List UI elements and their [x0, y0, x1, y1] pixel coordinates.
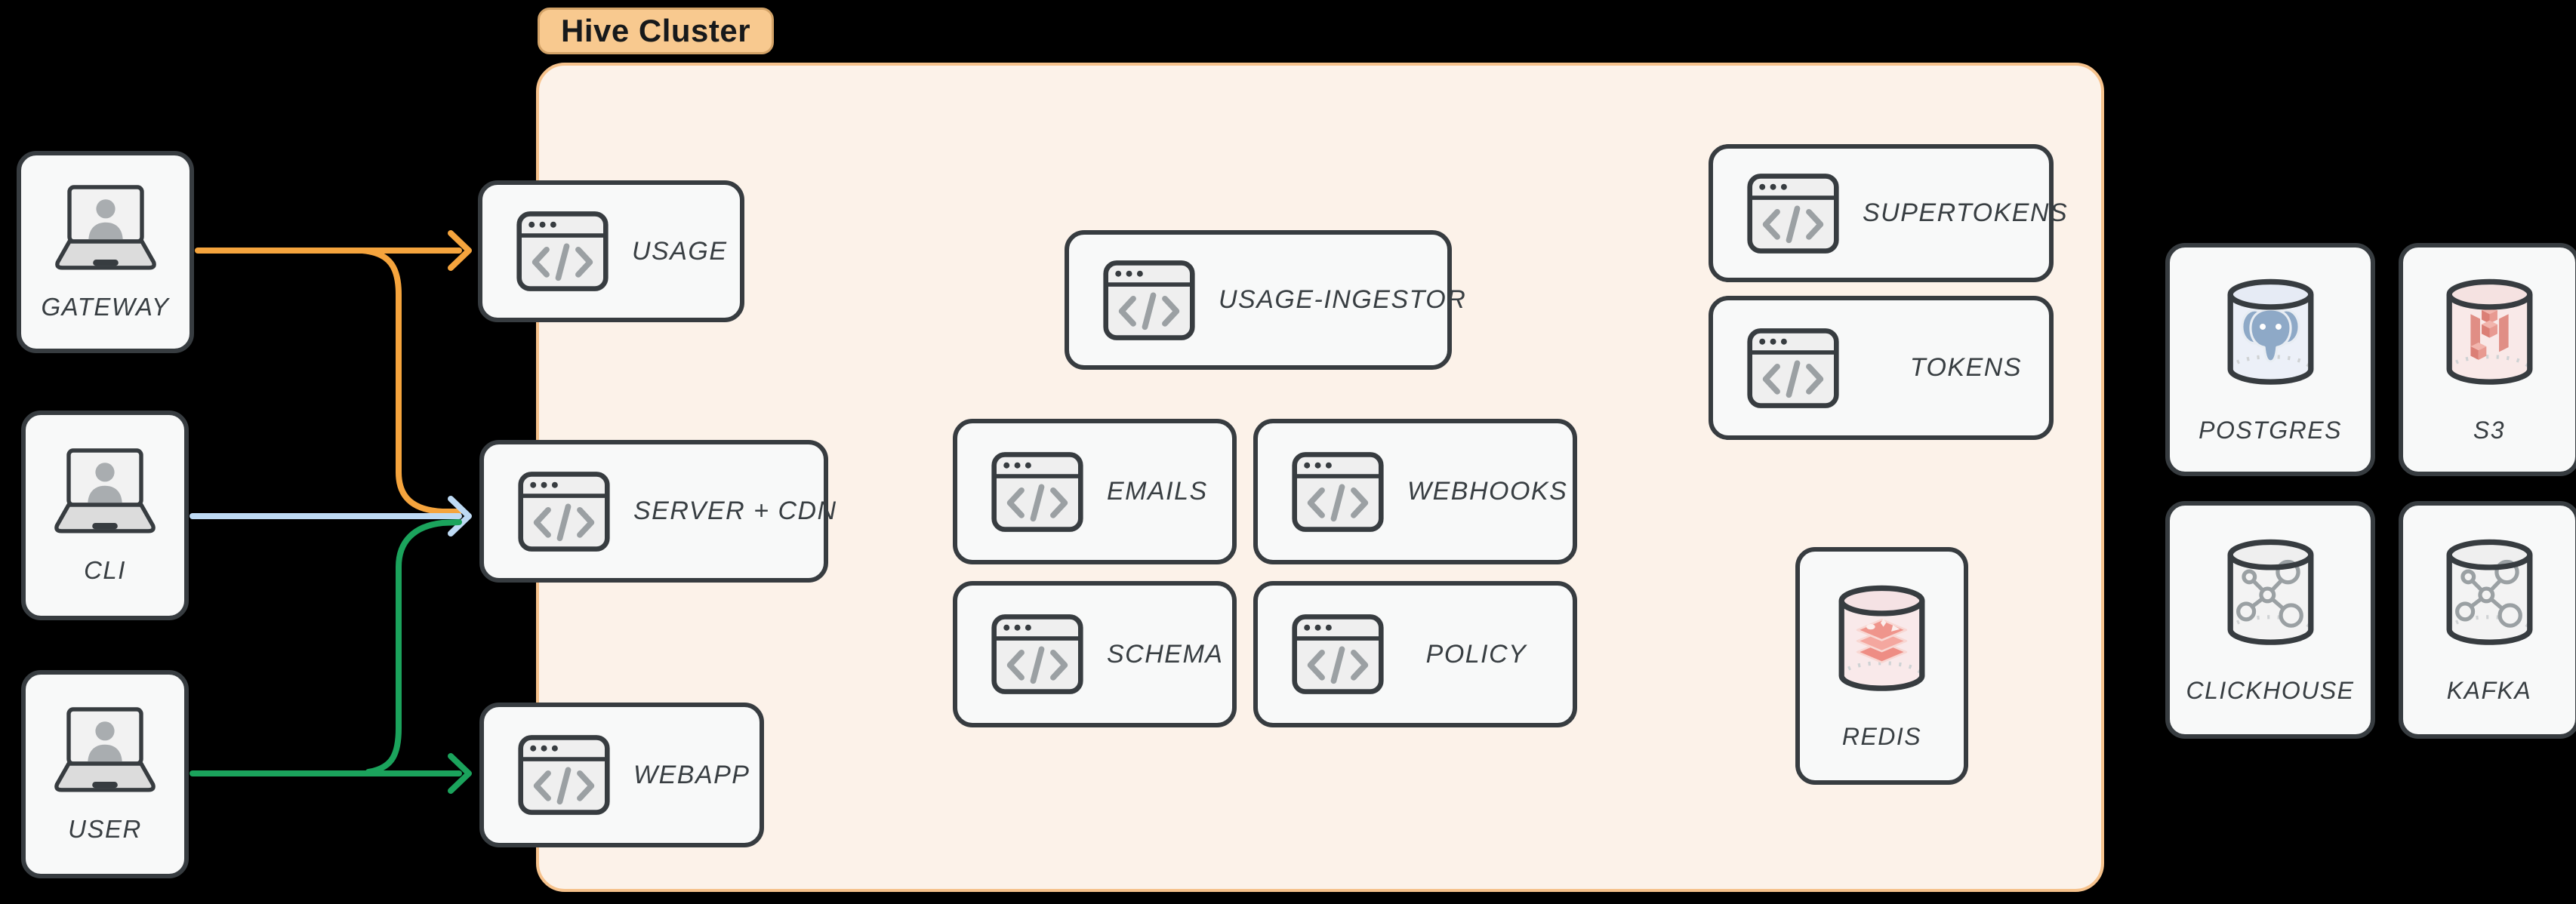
- node-s3: S3: [2399, 243, 2576, 476]
- node-kafka-label: KAFKA: [2446, 677, 2532, 704]
- node-clickhouse: CLICKHOUSE: [2165, 501, 2375, 739]
- node-postgres-label: POSTGRES: [2199, 417, 2342, 444]
- edge-cli-to-server-cdn: [190, 496, 472, 537]
- node-gateway: GATEWAY: [17, 151, 194, 353]
- node-gateway-label: GATEWAY: [41, 293, 170, 321]
- laptop-user-icon: [42, 183, 169, 273]
- node-server-cdn-label: SERVER + CDN: [633, 497, 837, 525]
- node-emails: EMAILS: [953, 419, 1237, 564]
- node-usage: USAGE: [478, 180, 744, 322]
- node-policy: POLICY: [1253, 581, 1577, 727]
- edge-gateway-to-server-cdn: [359, 248, 462, 515]
- node-postgres: POSTGRES: [2165, 243, 2375, 476]
- node-supertokens-label: SUPERTOKENS: [1863, 198, 2069, 227]
- node-cli-label: CLI: [84, 556, 126, 584]
- network-database-icon: [2434, 535, 2545, 657]
- code-window-icon: [1291, 613, 1385, 695]
- node-redis-label: REDIS: [1841, 723, 1922, 750]
- code-window-icon: [1746, 327, 1840, 409]
- node-webapp-label: WEBAPP: [633, 760, 750, 789]
- code-window-icon: [517, 471, 611, 552]
- node-s3-label: S3: [2473, 417, 2506, 444]
- node-user: USER: [21, 670, 189, 878]
- node-clickhouse-label: CLICKHOUSE: [2186, 677, 2355, 704]
- node-tokens: TOKENS: [1709, 296, 2054, 440]
- node-tokens-label: TOKENS: [1909, 353, 2022, 382]
- node-usage-ingestor: USAGE-INGESTOR: [1065, 230, 1465, 370]
- laptop-user-icon: [42, 705, 168, 795]
- node-kafka: KAFKA: [2399, 501, 2576, 739]
- postgres-database-icon: [2215, 275, 2326, 397]
- node-usage-ingestor-label: USAGE-INGESTOR: [1219, 285, 1467, 314]
- code-window-icon: [1102, 260, 1196, 341]
- node-schema: SCHEMA: [953, 581, 1237, 727]
- code-window-icon: [991, 451, 1084, 533]
- code-window-icon: [991, 613, 1084, 695]
- node-cli: CLI: [21, 410, 189, 620]
- code-window-icon: [1291, 451, 1385, 533]
- code-window-icon: [1746, 173, 1840, 254]
- s3-database-icon: [2434, 275, 2545, 397]
- node-policy-label: POLICY: [1425, 639, 1527, 669]
- code-window-icon: [517, 734, 611, 816]
- edge-user-to-server-cdn: [365, 519, 462, 775]
- node-redis: REDIS: [1795, 547, 1968, 785]
- redis-database-icon: [1826, 581, 1937, 703]
- node-usage-label: USAGE: [632, 236, 728, 266]
- node-emails-label: EMAILS: [1107, 477, 1208, 506]
- node-supertokens: SUPERTOKENS: [1709, 144, 2067, 282]
- node-user-label: USER: [68, 815, 142, 843]
- node-server-cdn: SERVER + CDN: [479, 440, 836, 583]
- node-webapp: WEBAPP: [479, 703, 764, 847]
- node-webhooks-label: WEBHOOKS: [1407, 477, 1568, 506]
- node-schema-label: SCHEMA: [1107, 639, 1224, 669]
- edge-user-to-webapp: [190, 753, 472, 794]
- laptop-user-icon: [42, 446, 168, 537]
- hive-cluster-label: Hive Cluster: [538, 8, 775, 54]
- node-webhooks: WEBHOOKS: [1253, 419, 1577, 564]
- network-database-icon: [2215, 535, 2326, 657]
- code-window-icon: [516, 211, 609, 292]
- edge-gateway-to-usage: [195, 230, 472, 271]
